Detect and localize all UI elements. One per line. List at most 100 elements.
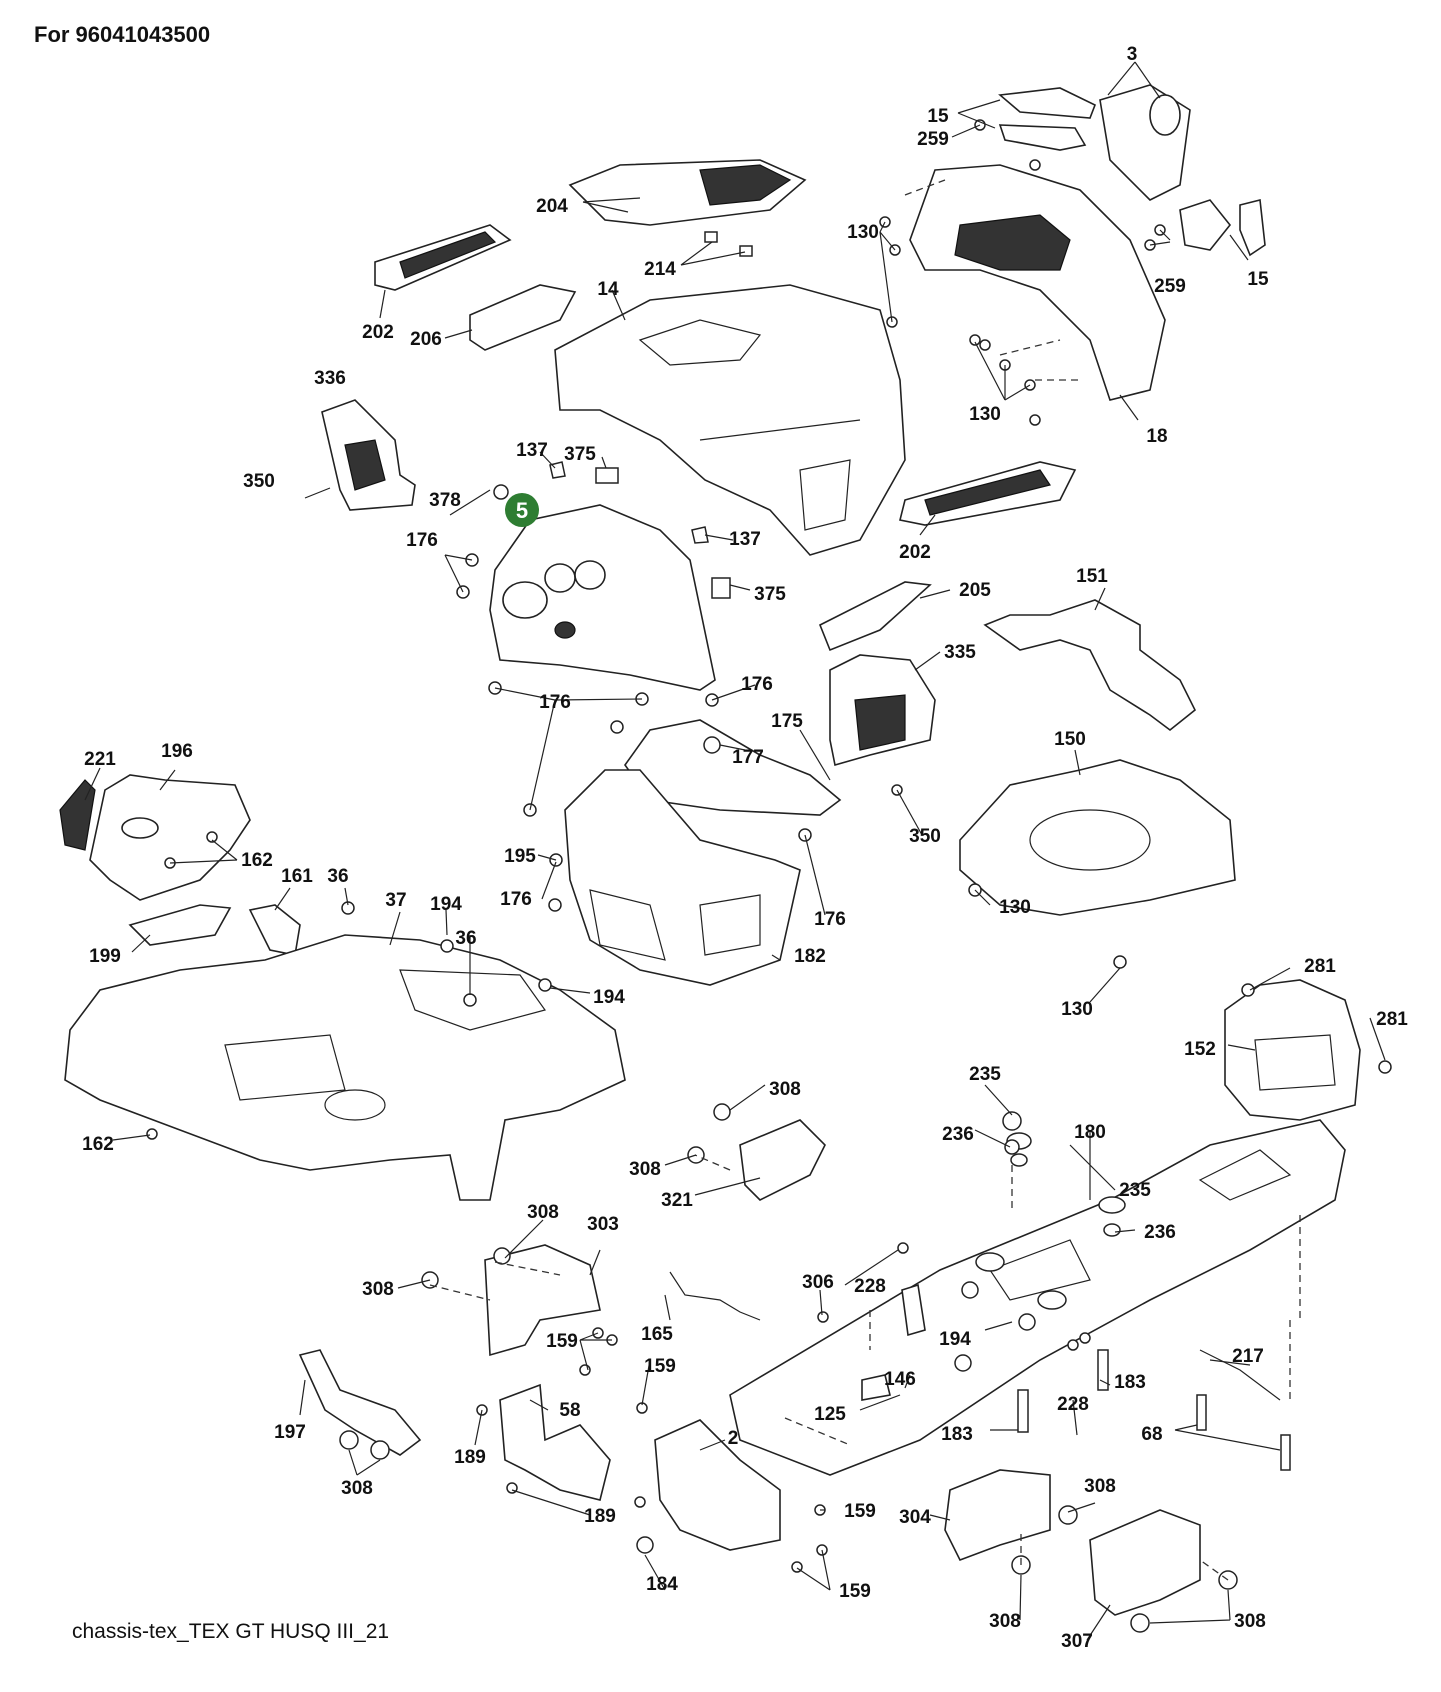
label-197: 197 xyxy=(274,1422,306,1443)
label-235: 235 xyxy=(969,1064,1001,1085)
part-321-cover xyxy=(739,1119,826,1201)
label-184: 184 xyxy=(646,1574,678,1595)
label-130: 130 xyxy=(1061,999,1093,1020)
label-235: 235 xyxy=(1119,1180,1151,1201)
label-161: 161 xyxy=(281,866,313,887)
label-176: 176 xyxy=(539,692,571,713)
label-3: 3 xyxy=(1127,44,1138,65)
label-308: 308 xyxy=(769,1079,801,1100)
label-194: 194 xyxy=(430,894,462,915)
label-152: 152 xyxy=(1184,1039,1216,1060)
label-165: 165 xyxy=(641,1324,673,1345)
label-15: 15 xyxy=(927,106,949,127)
label-159: 159 xyxy=(839,1581,871,1602)
label-162: 162 xyxy=(82,1134,114,1155)
part-125-bracket xyxy=(861,1374,891,1401)
label-308: 308 xyxy=(527,1202,559,1223)
label-214: 214 xyxy=(644,259,676,280)
label-189: 189 xyxy=(584,1506,616,1527)
label-335: 335 xyxy=(944,642,976,663)
highlight-badge[interactable]: 5 xyxy=(505,493,539,527)
label-281: 281 xyxy=(1376,1009,1408,1030)
part-15-strip xyxy=(998,87,1097,119)
leader-lines xyxy=(84,61,1386,1641)
part-151-bracket xyxy=(983,599,1197,732)
label-176: 176 xyxy=(406,530,438,551)
part-37-fender xyxy=(64,934,626,1201)
label-304: 304 xyxy=(899,1507,931,1528)
label-151: 151 xyxy=(1076,566,1108,587)
part-307-plate xyxy=(1089,1509,1201,1616)
label-176: 176 xyxy=(741,674,773,695)
label-2: 2 xyxy=(728,1428,739,1449)
label-308: 308 xyxy=(1234,1611,1266,1632)
label-375: 375 xyxy=(754,584,786,605)
label-130: 130 xyxy=(969,404,1001,425)
part-150-floor-pan xyxy=(959,759,1236,916)
label-259: 259 xyxy=(1154,276,1186,297)
part-182-lower-dash xyxy=(564,769,801,986)
part-18-front-bumper xyxy=(909,164,1166,401)
label-221: 221 xyxy=(84,749,116,770)
part-number-labels: 3 15 259 204 130 259 15 214 14 202 206 3… xyxy=(82,44,1408,1652)
label-204: 204 xyxy=(536,196,568,217)
label-130: 130 xyxy=(999,897,1031,918)
label-199: 199 xyxy=(89,946,121,967)
label-36: 36 xyxy=(327,866,348,887)
label-159: 159 xyxy=(844,1501,876,1522)
label-195: 195 xyxy=(504,846,536,867)
part-175-support xyxy=(624,719,842,816)
part-165-rod xyxy=(669,1271,761,1321)
label-177: 177 xyxy=(732,747,764,768)
part-197-plate xyxy=(298,1349,422,1456)
label-375: 375 xyxy=(564,444,596,465)
label-137: 137 xyxy=(729,529,761,550)
label-37: 37 xyxy=(385,890,406,911)
label-182: 182 xyxy=(794,946,826,967)
label-183: 183 xyxy=(1114,1372,1146,1393)
label-378: 378 xyxy=(429,490,461,511)
label-150: 150 xyxy=(1054,729,1086,750)
label-259: 259 xyxy=(917,129,949,150)
label-180: 180 xyxy=(1074,1122,1106,1143)
label-236: 236 xyxy=(942,1124,974,1145)
part-183-bolt xyxy=(1097,1349,1109,1391)
label-350: 350 xyxy=(243,471,275,492)
dash-parts xyxy=(321,399,1236,986)
label-125: 125 xyxy=(814,1404,846,1425)
label-176: 176 xyxy=(814,909,846,930)
label-146: 146 xyxy=(884,1369,916,1390)
label-14: 14 xyxy=(597,279,619,300)
label-236: 236 xyxy=(1144,1222,1176,1243)
part-2-bracket xyxy=(654,1419,781,1551)
label-176: 176 xyxy=(500,889,532,910)
label-308: 308 xyxy=(1084,1476,1116,1497)
label-306: 306 xyxy=(802,1272,834,1293)
part-196-console xyxy=(89,774,251,901)
part-378-grommet xyxy=(493,484,509,500)
part-214-clip xyxy=(704,231,718,243)
part-303-bracket xyxy=(484,1244,601,1357)
label-281: 281 xyxy=(1304,956,1336,977)
label-308: 308 xyxy=(362,1279,394,1300)
label-217: 217 xyxy=(1232,1346,1264,1367)
label-15: 15 xyxy=(1247,269,1269,290)
label-183: 183 xyxy=(941,1424,973,1445)
label-308: 308 xyxy=(629,1159,661,1180)
frame-parts xyxy=(298,979,1392,1633)
label-202: 202 xyxy=(899,542,931,563)
part-304-plate xyxy=(944,1469,1051,1562)
guide-lines xyxy=(429,179,1301,1581)
part-199-plate xyxy=(128,904,232,946)
label-202: 202 xyxy=(362,322,394,343)
label-162: 162 xyxy=(241,850,273,871)
label-205: 205 xyxy=(959,580,991,601)
label-36: 36 xyxy=(455,928,476,949)
hood-parts xyxy=(374,84,1266,556)
label-194: 194 xyxy=(939,1329,971,1350)
badge-label: 5 xyxy=(516,498,528,523)
label-321: 321 xyxy=(661,1190,693,1211)
part-177-nut xyxy=(703,736,721,754)
part-205-trim xyxy=(818,581,932,652)
